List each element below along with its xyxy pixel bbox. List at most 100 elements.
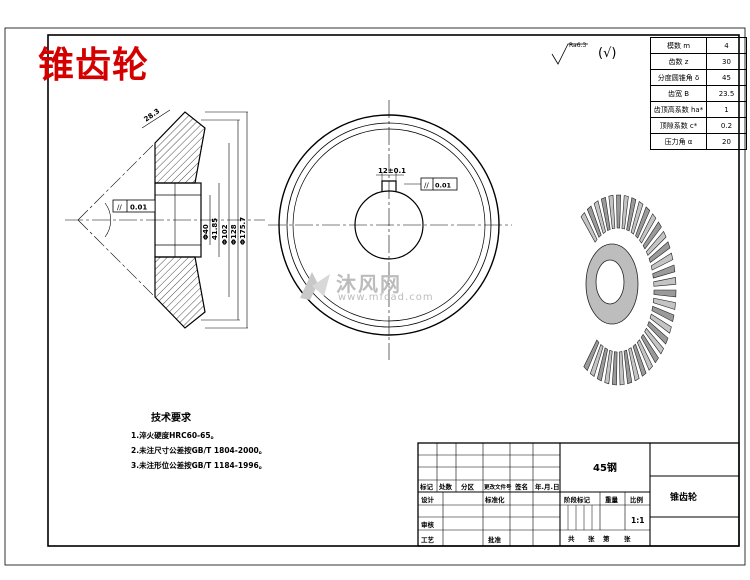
tech-heading: 技术要求 bbox=[151, 413, 191, 424]
drawing-title: 锥齿轮 bbox=[38, 44, 150, 86]
watermark: 沐风网 www.mfcad.com bbox=[296, 266, 466, 306]
tb-label-std: 标准化 bbox=[484, 495, 505, 504]
tb-material: 45钢 bbox=[593, 461, 617, 474]
tb-label-zone: 分区 bbox=[461, 482, 475, 491]
gear-tooth bbox=[650, 252, 674, 271]
param-name: 齿宽 B bbox=[650, 85, 707, 102]
watermark-logo-icon bbox=[300, 272, 330, 300]
tb-label-process: 工艺 bbox=[421, 535, 435, 544]
dim-d4: Φ128 bbox=[230, 224, 238, 245]
param-value: 23.5 bbox=[706, 85, 747, 102]
param-row: 齿顶高系数 ha*1 bbox=[650, 101, 747, 118]
param-name: 齿数 z bbox=[650, 53, 707, 70]
gear-tooth bbox=[651, 305, 675, 323]
technical-requirements: 技术要求 1.淬火硬度HRC60-65。 2.未注尺寸公差按GB/T 1804-… bbox=[131, 411, 266, 473]
gear-tooth bbox=[645, 230, 667, 256]
gear-tooth bbox=[652, 297, 676, 310]
tb-label-sheets: 张 bbox=[588, 534, 595, 543]
roughness-symbol bbox=[551, 43, 588, 65]
gear-tooth bbox=[630, 200, 644, 235]
roughness-check: (√) bbox=[598, 46, 617, 61]
gear-tooth bbox=[644, 327, 664, 355]
tb-label-mark: 标记 bbox=[419, 482, 434, 491]
gear-tooth bbox=[611, 351, 618, 386]
param-name: 模数 m bbox=[650, 37, 707, 54]
gear-tooth bbox=[639, 213, 657, 244]
param-value: 4 bbox=[706, 37, 747, 54]
tb-label-weight: 重量 bbox=[605, 495, 619, 504]
chamfer-dim: 28.3 bbox=[143, 107, 162, 124]
tb-label-sign: 签名 bbox=[514, 482, 528, 491]
parallel-tol: 0.01 bbox=[130, 204, 147, 212]
gear-tooth bbox=[586, 205, 602, 238]
gear-tooth bbox=[648, 241, 671, 263]
keyway-dim: 12±0.1 bbox=[378, 167, 406, 175]
gear-tooth bbox=[600, 196, 611, 232]
gear-tooth bbox=[652, 264, 676, 279]
gear-tooth bbox=[623, 349, 633, 385]
gear-tooth bbox=[608, 194, 616, 230]
tb-label-review: 审核 bbox=[421, 520, 435, 529]
tb-label-date: 年.月.日 bbox=[535, 482, 559, 491]
gear-3d-render bbox=[580, 194, 677, 386]
tb-label-design: 设计 bbox=[421, 495, 435, 504]
param-row: 顶隙系数 c*0.2 bbox=[650, 117, 747, 134]
param-value: 45 bbox=[706, 69, 747, 86]
gear-tooth bbox=[621, 195, 629, 230]
param-value: 30 bbox=[706, 53, 747, 70]
gear-tooth bbox=[640, 333, 659, 364]
gear-tooth bbox=[580, 212, 598, 243]
symmetry-tol: 0.01 bbox=[435, 182, 452, 190]
gear-tooth bbox=[589, 343, 604, 378]
roughness-value: Ra6.3 bbox=[569, 42, 587, 49]
watermark-brand: 沐风网 bbox=[336, 272, 402, 296]
tb-label-docno: 更改文件号 bbox=[484, 483, 512, 491]
gear-tooth bbox=[636, 339, 653, 371]
tb-label-stage: 阶段标记 bbox=[564, 495, 591, 504]
gear-tooth bbox=[616, 194, 622, 229]
tb-label-total: 共 bbox=[568, 534, 575, 543]
section-view: // bbox=[65, 109, 265, 329]
tech-item-2: 2.未注尺寸公差按GB/T 1804-2000。 bbox=[131, 446, 267, 455]
gear-tooth bbox=[604, 349, 613, 385]
gear-tooth bbox=[653, 277, 677, 287]
gear-tooth bbox=[632, 343, 647, 377]
gear-tooth bbox=[618, 351, 625, 386]
gear-tooth bbox=[649, 313, 672, 334]
gear-tooth bbox=[626, 197, 637, 232]
dim-d3: Φ102 bbox=[221, 224, 229, 245]
tb-scale-value: 1:1 bbox=[631, 516, 644, 525]
tb-label-scale: 比例 bbox=[630, 495, 644, 504]
inner-frame bbox=[47, 34, 740, 547]
gear-tooth bbox=[628, 347, 640, 382]
dim-d2: 41.85 bbox=[211, 218, 219, 240]
bore-dim: Φ40 bbox=[202, 224, 210, 240]
outer-frame bbox=[4, 27, 746, 566]
svg-text://: // bbox=[117, 204, 122, 212]
dim-d5: Φ175.7 bbox=[239, 217, 247, 245]
tb-label-approve: 批准 bbox=[488, 535, 502, 544]
param-name: 顶隙系数 c* bbox=[650, 117, 707, 134]
param-value: 1 bbox=[706, 101, 747, 118]
tb-part-name: 锥齿轮 bbox=[670, 491, 697, 503]
gear-tooth bbox=[583, 339, 600, 372]
gear-tooth bbox=[635, 206, 651, 239]
param-name: 齿顶高系数 ha* bbox=[650, 101, 707, 118]
param-value: 0.2 bbox=[706, 117, 747, 134]
gear-tooth bbox=[642, 221, 662, 250]
title-block bbox=[417, 442, 740, 547]
tb-label-no: 第 bbox=[603, 534, 610, 543]
param-name: 压力角 α bbox=[650, 133, 707, 150]
tb-label-sheet: 张 bbox=[624, 534, 631, 543]
watermark-url: www.mfcad.com bbox=[338, 292, 434, 303]
gear-tooth bbox=[593, 200, 606, 234]
tb-label-count: 处数 bbox=[438, 482, 453, 491]
svg-text://: // bbox=[424, 182, 429, 190]
